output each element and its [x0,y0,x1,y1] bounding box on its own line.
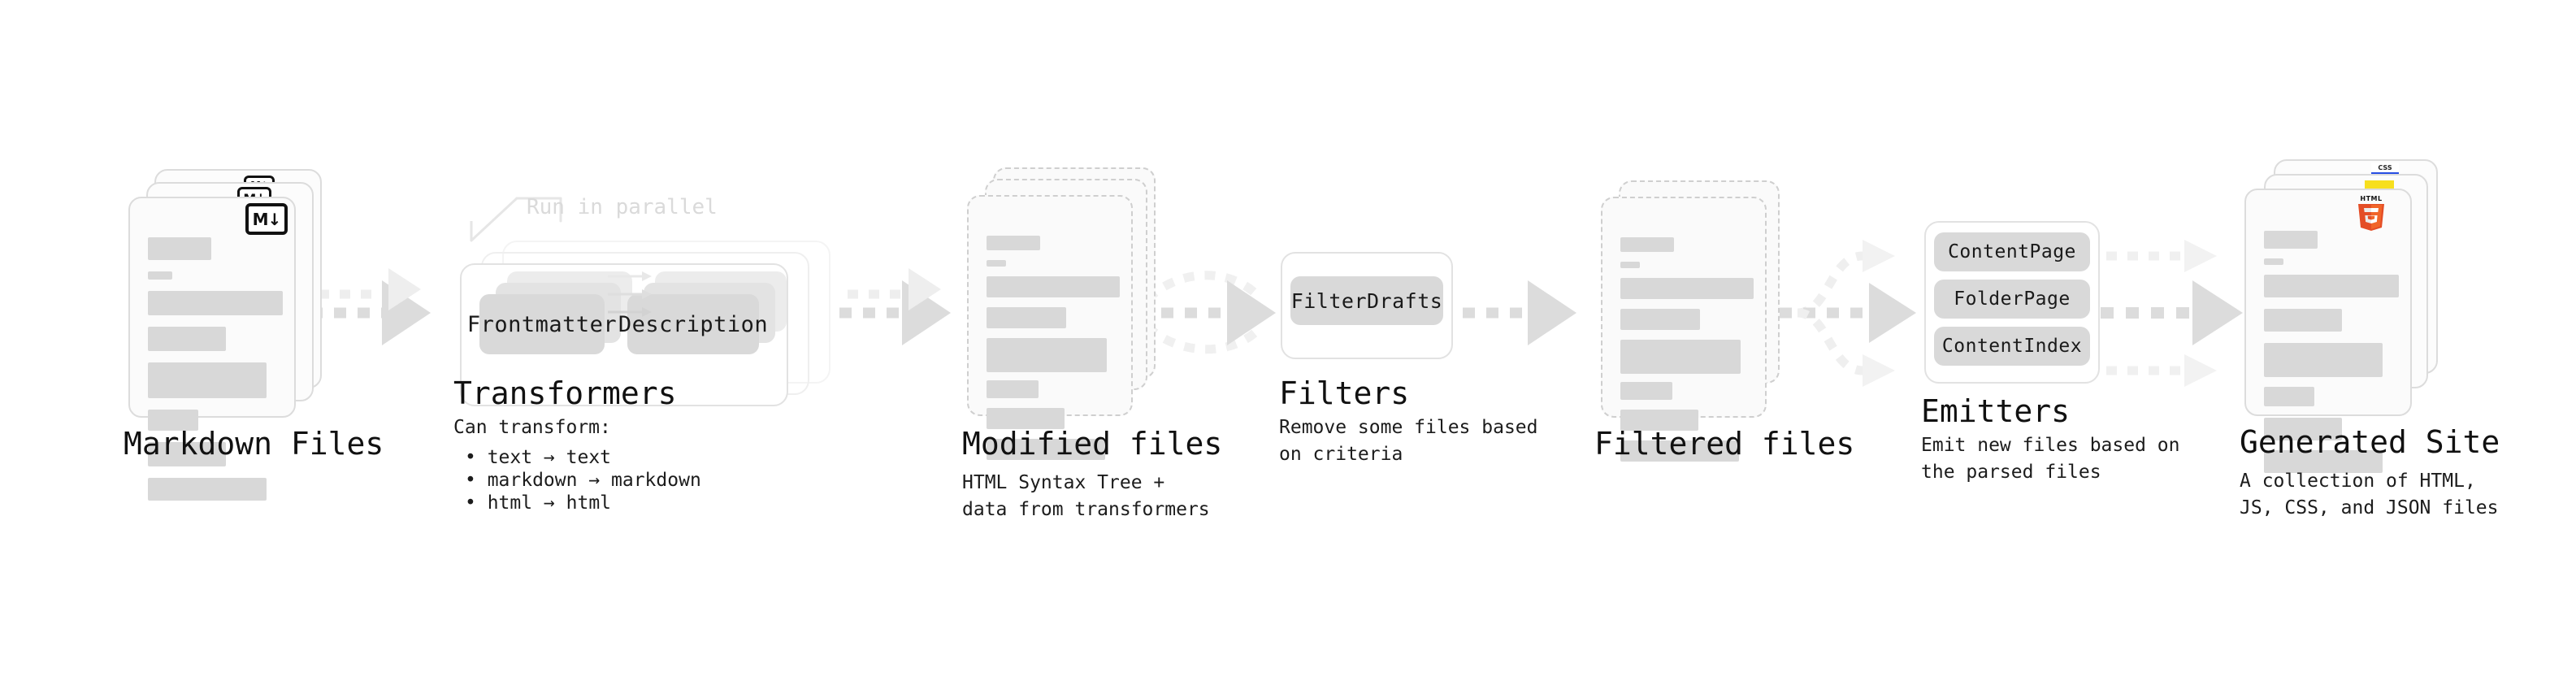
card-bar [148,271,172,280]
stage-title-filtered-files: Filtered files [1594,426,1855,462]
card-bar [2264,450,2383,473]
card-bar [148,237,211,260]
card-bar [1620,340,1741,374]
stage-title-markdown-files: Markdown Files [124,426,384,462]
card-bar [2264,309,2342,332]
card-bar [1620,278,1754,299]
stage-title-emitters: Emitters [1921,393,2071,429]
stage-title-transformers: Transformers [453,375,677,411]
card-bar [987,276,1120,297]
transformers-bullet-2: • html → html [465,492,612,514]
emitter-pill-folderpage[interactable]: FolderPage [1934,280,2090,319]
card-bar [148,291,283,315]
transformer-inner-arrows [608,271,652,317]
card-bar [1620,309,1700,330]
card-bar [987,439,1105,460]
site-card-front[interactable] [2244,189,2412,473]
card-bar [987,338,1107,372]
transformers-bullet-1: • markdown → markdown [465,470,701,491]
card-bar [1620,262,1640,268]
stage-title-modified-files: Modified files [962,426,1223,462]
card-bar [1620,440,1739,462]
connector-md-to-transformers [310,268,431,345]
parallel-bracket [470,197,562,242]
svg-text:CSS: CSS [2378,164,2392,171]
card-bar [987,307,1066,328]
transformer-pill-frontmatter[interactable]: Frontmatter [467,294,617,354]
emitter-pill-contentpage[interactable]: ContentPage [1934,232,2090,271]
stage-title-generated-site: Generated Site [2240,424,2500,460]
filters-subtitle: Remove some files based on criteria [1279,417,1538,466]
filtered-card-front[interactable] [1601,197,1767,462]
parallel-label: Run in parallel [527,195,718,219]
generated-site-subtitle: A collection of HTML, JS, CSS, and JSON … [2240,471,2499,519]
card-bar [148,478,267,501]
card-bar [2264,343,2383,377]
connector-emitters-to-site [2101,240,2243,387]
stage-title-filters: Filters [1279,375,1410,411]
html5-badge: HTML [2358,195,2384,231]
transformers-bullet-0: • text → text [465,447,612,468]
modified-files-subtitle: HTML Syntax Tree + data from transformer… [962,472,1210,521]
emitters-subtitle: Emit new files based on the parsed files [1921,435,2180,484]
card-bar [2264,275,2399,297]
card-bar [148,362,267,398]
card-bar [148,442,226,466]
card-bar [148,327,226,351]
card-bar [1620,382,1672,400]
card-bar [987,260,1006,267]
card-bar [2264,418,2342,440]
connector-transformers-to-modified [839,268,951,345]
filter-pill-filterdrafts[interactable]: FilterDrafts [1290,276,1443,325]
connector-modified-to-filters [1138,271,1276,354]
card-bar [2264,387,2314,406]
card-bar [2264,258,2283,265]
card-bar [987,408,1065,429]
card-bar [2264,231,2318,249]
connector-filters-to-filtered [1463,280,1576,345]
transformers-subtitle: Can transform: [453,417,611,438]
card-bar [987,380,1039,398]
card-bar [148,410,198,431]
markdown-badge-front: M↓ [245,203,288,235]
card-bar [1620,237,1674,252]
connector-filtered-to-emitters [1780,240,1916,387]
card-bar [987,236,1040,250]
card-bar [1620,410,1698,431]
emitter-pill-contentindex[interactable]: ContentIndex [1934,327,2090,366]
modified-card-front[interactable] [967,195,1133,460]
svg-text:HTML: HTML [2360,195,2382,202]
